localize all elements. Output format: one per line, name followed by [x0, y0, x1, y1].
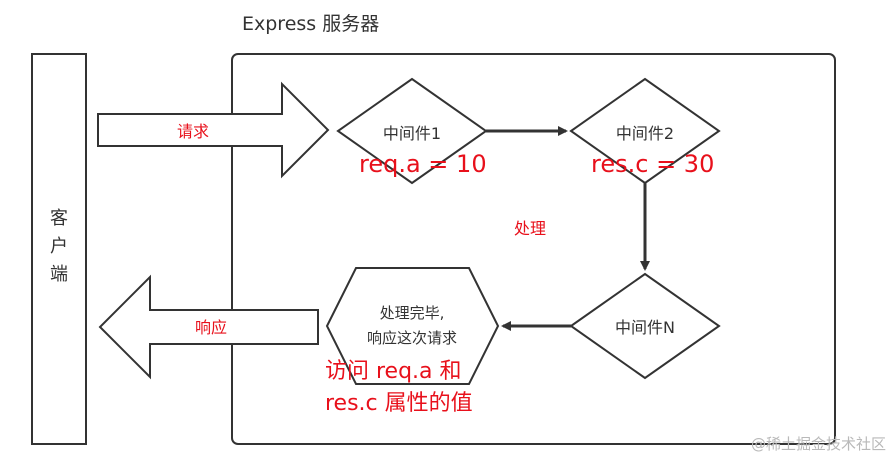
done-node — [325, 267, 500, 385]
middleware-n-label: 中间件N — [615, 318, 675, 337]
server-box — [231, 53, 836, 445]
response-arrow — [98, 274, 319, 380]
middleware-2-label: 中间件2 — [616, 124, 674, 143]
client-label-char-1: 客 — [50, 208, 68, 229]
annotation-res-c: res.c = 30 — [591, 150, 714, 178]
middleware-n-node — [569, 272, 721, 380]
client-label-char-3: 端 — [50, 264, 68, 285]
annotation-req-a: req.a = 10 — [359, 150, 487, 178]
annotation-access-line-1: 访问 req.a 和 — [325, 359, 462, 384]
request-label: 请求 — [177, 122, 209, 141]
client-box — [31, 53, 87, 445]
client-label-char-2: 户 — [50, 236, 68, 257]
done-label-line-2: 响应这次请求 — [367, 329, 457, 347]
middleware-1-label: 中间件1 — [383, 124, 441, 143]
process-label: 处理 — [514, 219, 546, 238]
request-arrow — [97, 81, 330, 179]
done-label-line-1: 处理完毕, — [380, 304, 445, 322]
response-label: 响应 — [195, 318, 227, 337]
middleware-2-node — [569, 77, 721, 185]
server-title: Express 服务器 — [242, 13, 379, 35]
annotation-access-line-2: res.c 属性的值 — [325, 391, 473, 416]
watermark: @稀土掘金技术社区 — [751, 435, 886, 453]
